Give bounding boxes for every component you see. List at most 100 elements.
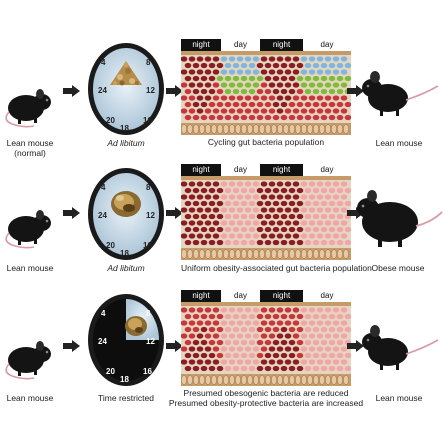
- bacteria-cell: [181, 207, 188, 213]
- bacteria-cell: [232, 75, 240, 82]
- bacteria-cell: [192, 226, 200, 233]
- bacteria-cell: [184, 352, 192, 359]
- bacteria-cell: [264, 187, 272, 194]
- bacteria-cell: [280, 313, 288, 320]
- clock-number: 18: [120, 249, 129, 258]
- left-label-line-2: (normal): [14, 147, 46, 158]
- bacteria-cell: [204, 108, 212, 114]
- bacteria-cell: [220, 56, 228, 62]
- bacteria-cell: [296, 88, 304, 95]
- epithelial-cell: [253, 124, 259, 134]
- epithelial-cell: [337, 124, 343, 134]
- bacteria-cell: [320, 226, 328, 233]
- right-label: Lean mouse: [375, 393, 423, 403]
- epithelial-cell: [247, 249, 253, 259]
- bacteria-cell: [240, 114, 248, 121]
- bacteria-cell: [181, 181, 188, 187]
- bacteria-cell: [312, 101, 320, 108]
- bacteria-cell: [188, 359, 196, 365]
- bacteria-cell: [288, 313, 296, 320]
- header-night: night: [260, 290, 303, 302]
- bacteria-cell: [224, 114, 232, 121]
- bacteria-cell: [200, 187, 208, 194]
- bacteria-cell: [280, 226, 288, 233]
- bacteria-cell: [276, 359, 284, 365]
- bacteria-cell: [340, 320, 348, 326]
- bacteria-cell: [280, 200, 288, 207]
- epithelial-cell: [235, 249, 241, 259]
- clock-number: 16: [143, 241, 152, 250]
- bacteria-cell: [304, 352, 312, 359]
- bacteria-cell: [276, 181, 284, 187]
- bacteria-cell: [188, 108, 196, 114]
- bacteria-cell: [276, 108, 284, 114]
- bacteria-cell: [240, 226, 248, 233]
- clock-number: 12: [146, 337, 155, 346]
- left-label-line-1: Lean mouse: [6, 263, 54, 273]
- bacteria-cell: [244, 108, 252, 114]
- bacteria-cell: [316, 181, 324, 187]
- bacteria-cell: [312, 114, 320, 121]
- bacteria-cell: [268, 307, 276, 313]
- epithelial-cell: [211, 249, 217, 259]
- clock-number: 18: [120, 375, 129, 384]
- bacteria-cell: [208, 200, 216, 207]
- gut-panel-3: night day night day: [181, 290, 351, 386]
- epithelial-cell: [307, 249, 313, 259]
- epithelial-cell: [277, 249, 283, 259]
- bacteria-cell: [284, 333, 292, 339]
- bacteria-cell: [300, 56, 308, 62]
- bacteria-cell: [181, 220, 188, 226]
- bacteria-cell: [300, 207, 308, 213]
- bacteria-cell: [336, 200, 344, 207]
- bacteria-cell: [228, 220, 236, 226]
- epithelial-cell: [307, 124, 313, 134]
- bacteria-cell: [248, 213, 256, 220]
- bacteria-cell: [244, 82, 252, 88]
- bacteria-cell: [244, 207, 252, 213]
- bacteria-cell: [252, 307, 260, 313]
- bacteria-cell: [181, 346, 188, 352]
- bacteria-cell: [296, 339, 304, 346]
- bacteria-cell: [200, 226, 208, 233]
- bacteria-cell: [328, 75, 336, 82]
- bacteria-cell: [280, 101, 288, 108]
- bacteria-cell: [208, 101, 216, 108]
- bacteria-cell: [232, 339, 240, 346]
- bacteria-cell: [256, 313, 264, 320]
- bacteria-cell: [216, 200, 224, 207]
- bacteria-cell: [272, 114, 280, 121]
- bacteria-cell: [328, 365, 336, 372]
- bacteria-cell: [308, 220, 316, 226]
- bacteria-cell: [320, 187, 328, 194]
- bacteria-cell: [252, 233, 260, 239]
- epithelial-cell: [289, 375, 295, 385]
- bacteria-cell: [336, 326, 344, 333]
- bacteria-cell: [264, 200, 272, 207]
- bacteria-cell: [296, 352, 304, 359]
- bacteria-cell: [280, 75, 288, 82]
- bacteria-cell: [264, 226, 272, 233]
- bacteria-cell: [320, 313, 328, 320]
- bacteria-cell: [288, 75, 296, 82]
- bacteria-cell: [268, 333, 276, 339]
- bacteria-cell: [260, 82, 268, 88]
- bacteria-cell: [332, 333, 340, 339]
- header-night: night: [181, 290, 221, 302]
- epithelial-cell: [325, 375, 331, 385]
- bacteria-cell: [236, 194, 244, 200]
- gut-lumen: [181, 302, 351, 386]
- bacteria-cell: [320, 75, 328, 82]
- bacteria-cell: [264, 88, 272, 95]
- bacteria-cell: [248, 339, 256, 346]
- bacteria-cell: [200, 326, 208, 333]
- clock-number: 8: [146, 183, 151, 192]
- bacteria-cell: [224, 101, 232, 108]
- epithelial-cell: [181, 375, 187, 385]
- bacteria-cell: [316, 233, 324, 239]
- bacteria-cell: [256, 213, 264, 220]
- bacteria-cell: [216, 62, 224, 69]
- bacteria-cell: [200, 313, 208, 320]
- bacteria-cell: [260, 359, 268, 365]
- bacteria-cell: [248, 326, 256, 333]
